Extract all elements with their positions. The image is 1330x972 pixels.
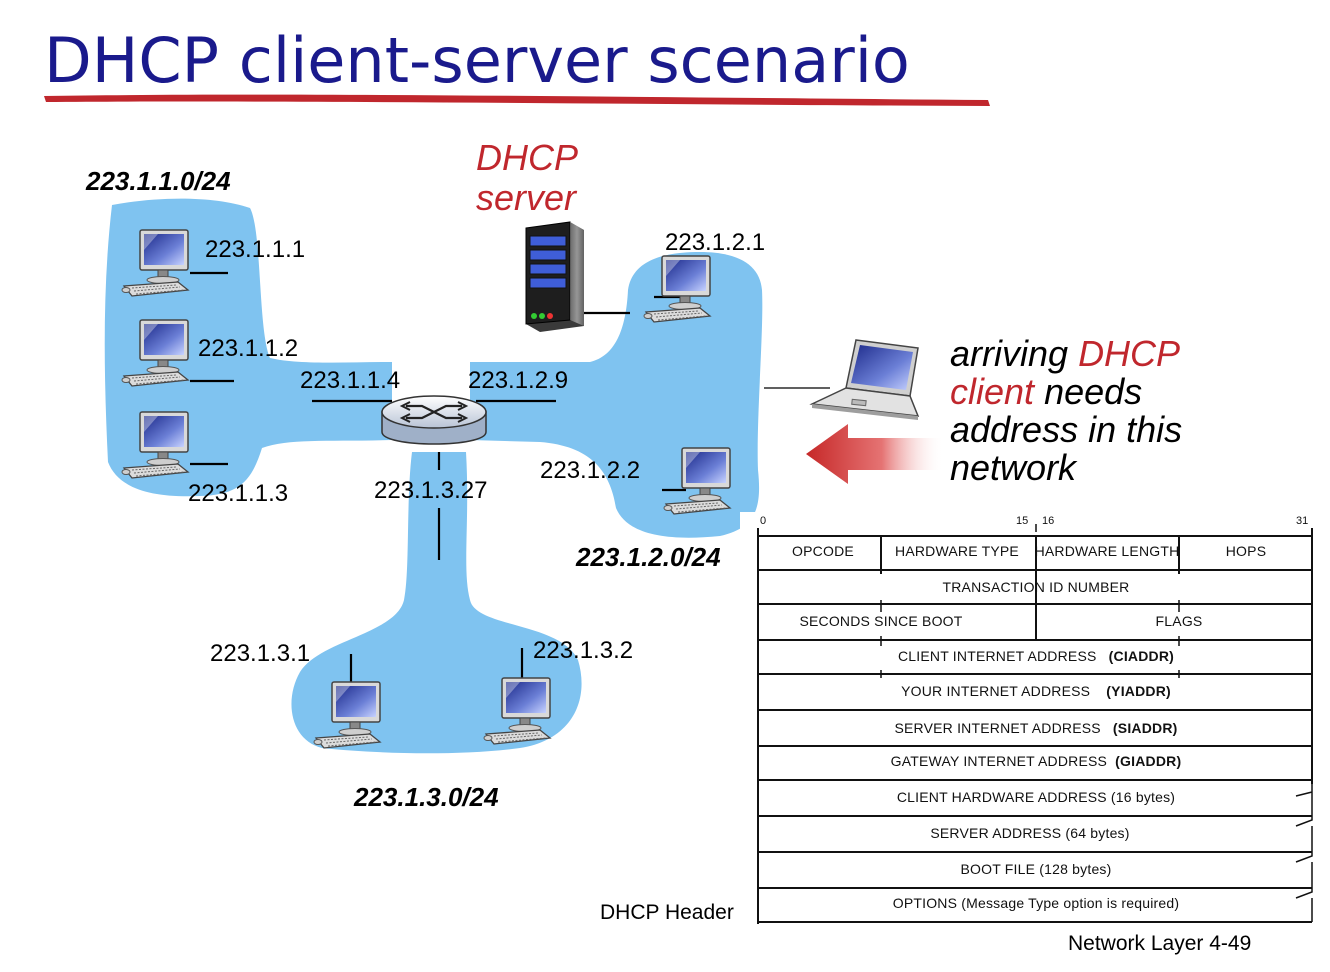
field-options: OPTIONS (Message Type option is required… — [893, 895, 1180, 911]
arrival-arrow-icon — [806, 424, 944, 484]
bit-label-31: 31 — [1296, 515, 1308, 527]
subnet-1-label: 223.1.1.0/24 — [85, 166, 231, 196]
caption-line4: network — [950, 447, 1078, 488]
field-hops: HOPS — [1226, 543, 1266, 559]
router-icon — [381, 395, 487, 445]
dhcp-header-table: 0 15 16 31 OPCODE HARDWARE TYPE HARDWARE… — [740, 512, 1330, 924]
links — [190, 271, 830, 688]
server-label-line2: server — [476, 177, 578, 218]
caption-line2: client needs — [950, 371, 1142, 412]
field-flags: FLAGS — [1156, 613, 1203, 629]
host-label-223-1-3-1: 223.1.3.1 — [210, 640, 310, 667]
caption-line1: arriving DHCP — [950, 333, 1180, 374]
host-label-223-1-2-2: 223.1.2.2 — [540, 457, 640, 484]
subnet-2-region — [470, 252, 763, 538]
field-transaction-id: TRANSACTION ID NUMBER — [943, 579, 1130, 595]
field-hardware-length: HARDWARE LENGTH — [1035, 543, 1180, 559]
bit-label-0: 0 — [760, 515, 766, 527]
page-title: DHCP client-server scenario — [44, 24, 910, 97]
field-seconds-since-boot: SECONDS SINCE BOOT — [799, 613, 962, 629]
router-if-label-3: 223.1.3.27 — [374, 477, 487, 504]
title-underline — [44, 94, 990, 106]
bit-label-15: 15 — [1016, 515, 1028, 527]
router-if-label-2: 223.1.2.9 — [468, 367, 568, 394]
field-ciaddr: CLIENT INTERNET ADDRESS (CIADDR) — [898, 648, 1174, 664]
laptop-icon — [809, 339, 920, 420]
host-label-223-1-1-3: 223.1.1.3 — [188, 480, 288, 507]
subnet-3-label: 223.1.3.0/24 — [353, 782, 499, 812]
field-siaddr: SERVER INTERNET ADDRESS (SIADDR) — [894, 720, 1177, 736]
host-label-223-1-3-2: 223.1.3.2 — [533, 637, 633, 664]
server-label-line1: DHCP — [476, 137, 578, 178]
host-label-223-1-1-2: 223.1.1.2 — [198, 335, 298, 362]
host-label-223-1-1-1: 223.1.1.1 — [205, 236, 305, 263]
subnet-2-label: 223.1.2.0/24 — [575, 542, 721, 572]
slide-footer: Network Layer 4-49 — [1068, 932, 1251, 955]
field-server-address: SERVER ADDRESS (64 bytes) — [930, 825, 1129, 841]
caption-line3: address in this — [950, 409, 1182, 450]
field-hardware-type: HARDWARE TYPE — [895, 543, 1019, 559]
dhcp-server-icon — [525, 221, 584, 332]
router-if-label-1: 223.1.1.4 — [300, 367, 400, 394]
bit-label-16: 16 — [1042, 515, 1054, 527]
field-opcode: OPCODE — [792, 543, 854, 559]
table-caption: DHCP Header — [600, 901, 734, 924]
field-boot-file: BOOT FILE (128 bytes) — [961, 861, 1112, 877]
field-yiaddr: YOUR INTERNET ADDRESS (YIADDR) — [901, 683, 1171, 699]
field-client-hardware-address: CLIENT HARDWARE ADDRESS (16 bytes) — [897, 789, 1175, 805]
host-label-223-1-2-1: 223.1.2.1 — [665, 229, 765, 256]
field-giaddr: GATEWAY INTERNET ADDRESS (GIADDR) — [891, 753, 1182, 769]
